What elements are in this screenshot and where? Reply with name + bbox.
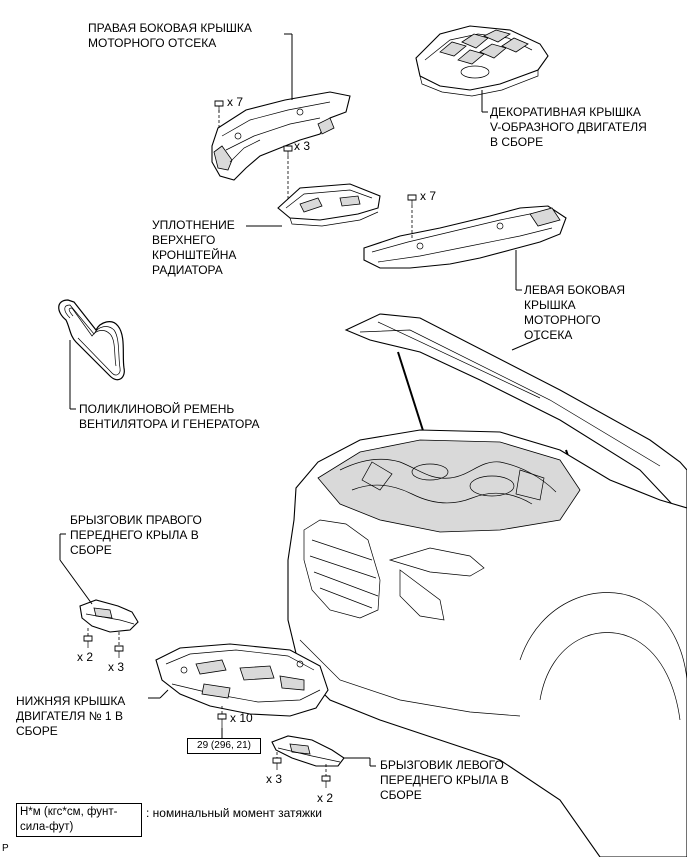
engine-under-cover-drawing	[148, 643, 329, 738]
label-right-splash-shield: БРЫЗГОВИК ПРАВОГО ПЕРЕДНЕГО КРЫЛА В СБОР…	[70, 513, 202, 558]
vehicle-drawing	[287, 313, 687, 858]
label-line: НИЖНЯЯ КРЫШКА	[16, 694, 126, 708]
label-decorative-cover: ДЕКОРАТИВНАЯ КРЫШКА V-ОБРАЗНОГО ДВИГАТЕЛ…	[490, 105, 647, 150]
label-line: ЛЕВАЯ БОКОВАЯ	[524, 283, 626, 297]
qty-right-side-cover-bolts: x 7	[227, 95, 244, 109]
label-line: РАДИАТОРА	[152, 263, 223, 277]
label-line: ПОЛИКЛИНОВОЙ РЕМЕНЬ	[79, 402, 235, 416]
left-splash-shield-drawing	[271, 735, 376, 788]
label-line: ПЕРЕДНЕГО КРЫЛА В	[380, 773, 509, 787]
label-line: МОТОРНОГО ОТСЕКА	[88, 36, 217, 50]
corner-mark: P	[2, 843, 9, 854]
label-line: ДЕКОРАТИВНАЯ КРЫШКА	[490, 105, 641, 119]
label-line: КРОНШТЕЙНА	[152, 248, 237, 262]
label-line: ПРАВАЯ БОКОВАЯ КРЫШКА	[88, 21, 252, 35]
v-ribbed-belt-drawing	[58, 299, 125, 410]
label-right-side-cover: ПРАВАЯ БОКОВАЯ КРЫШКА МОТОРНОГО ОТСЕКА	[88, 21, 252, 51]
qty-left-splash-clips: x 3	[266, 772, 283, 786]
right-side-cover-drawing	[211, 33, 351, 181]
label-line: УПЛОТНЕНИЕ	[152, 218, 235, 232]
label-belt: ПОЛИКЛИНОВОЙ РЕМЕНЬ ВЕНТИЛЯТОРА И ГЕНЕРА…	[79, 402, 260, 432]
label-line: V-ОБРАЗНОГО ДВИГАТЕЛЯ	[490, 120, 647, 134]
label-line: ДВИГАТЕЛЯ № 1 В	[16, 709, 123, 723]
label-line: ВЕНТИЛЯТОРА И ГЕНЕРАТОРА	[79, 417, 260, 431]
right-splash-shield-drawing	[59, 533, 139, 658]
label-left-splash-shield: БРЫЗГОВИК ЛЕВОГО ПЕРЕДНЕГО КРЫЛА В СБОРЕ	[380, 758, 509, 803]
label-line: ПЕРЕДНЕГО КРЫЛА В	[70, 528, 199, 542]
label-line: СБОРЕ	[70, 543, 112, 557]
label-line: КРЫШКА	[524, 298, 576, 312]
left-side-cover-drawing	[363, 194, 567, 291]
decorative-engine-cover-drawing	[415, 25, 549, 113]
qty-under-cover-bolts: x 10	[230, 711, 253, 725]
legend-units-box: Н*м (кгс*см, фунт- сила-фут)	[16, 803, 142, 837]
legend-units-line: Н*м (кгс*см, фунт-	[20, 806, 118, 818]
qty-right-splash-bolts: x 2	[77, 650, 94, 664]
qty-left-side-cover-bolts: x 7	[420, 189, 437, 203]
label-radiator-seal: УПЛОТНЕНИЕ ВЕРХНЕГО КРОНШТЕЙНА РАДИАТОРА	[152, 218, 236, 278]
label-line: БРЫЗГОВИК ПРАВОГО	[70, 513, 202, 527]
label-line: СБОРЕ	[16, 724, 58, 738]
legend-description: : номинальный момент затяжки	[146, 806, 322, 820]
radiator-seal-drawing	[246, 145, 381, 227]
torque-spec-box: 29 (296, 21)	[187, 738, 261, 754]
label-line: ОТСЕКА	[524, 328, 573, 342]
label-under-cover: НИЖНЯЯ КРЫШКА ДВИГАТЕЛЯ № 1 В СБОРЕ	[16, 694, 125, 739]
qty-left-splash-bolts: x 2	[317, 791, 334, 805]
label-line: МОТОРНОГО	[524, 313, 601, 327]
label-line: БРЫЗГОВИК ЛЕВОГО	[380, 758, 504, 772]
label-line: В СБОРЕ	[490, 135, 544, 149]
qty-right-splash-clips: x 3	[108, 660, 125, 674]
label-left-side-cover: ЛЕВАЯ БОКОВАЯ КРЫШКА МОТОРНОГО ОТСЕКА	[524, 283, 625, 343]
label-line: ВЕРХНЕГО	[152, 233, 216, 247]
legend-units-line: сила-фут)	[20, 821, 74, 833]
qty-radiator-seal-clips: x 3	[294, 139, 311, 153]
label-line: СБОРЕ	[380, 788, 422, 802]
